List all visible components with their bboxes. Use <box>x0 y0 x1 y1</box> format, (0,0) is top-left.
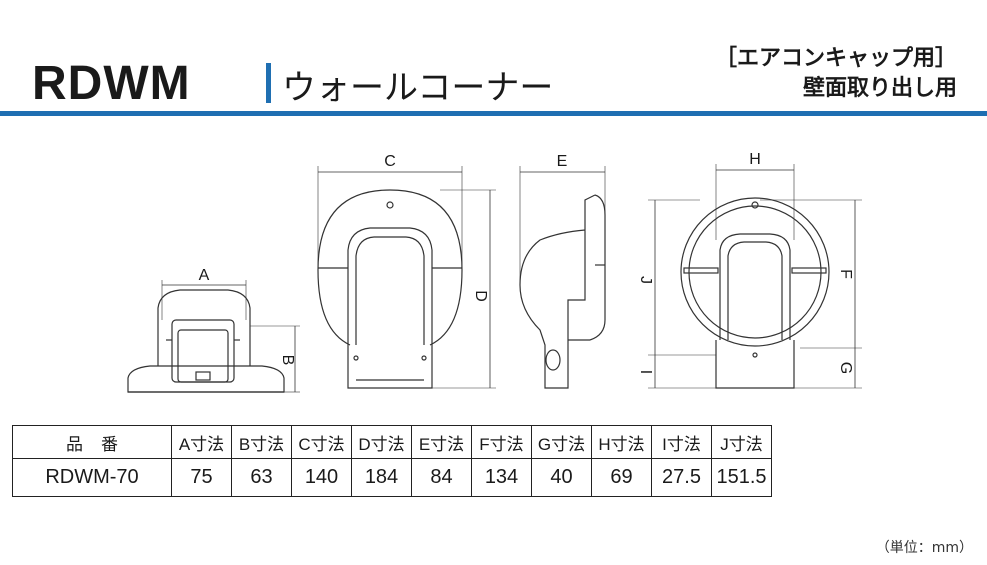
dim-label-f: F <box>837 269 854 279</box>
header-e-dim: E寸法 <box>411 425 472 459</box>
unit-note: （単位：mm） <box>875 540 973 556</box>
title-accent-bar <box>266 63 271 103</box>
view-front-large <box>317 166 496 389</box>
cell-i-dim: 27.5 <box>651 458 712 497</box>
cell-h-dim: 69 <box>591 458 652 497</box>
cell-j-dim: 151.5 <box>711 458 772 497</box>
subtitle-line-1: ［エアコンキャップ用］ <box>714 46 957 71</box>
spec-table: 品番 A寸法 B寸法 C寸法 D寸法 E寸法 F寸法 G寸法 H寸法 I寸法 J… <box>12 425 772 497</box>
dim-label-c: C <box>384 153 396 170</box>
cell-d-dim: 184 <box>351 458 412 497</box>
header-i-dim: I寸法 <box>651 425 712 459</box>
header-d-dim: D寸法 <box>351 425 412 459</box>
dim-label-h: H <box>749 151 761 168</box>
table-row: RDWM-70 75 63 140 184 84 134 40 69 27.5 … <box>12 458 772 497</box>
cell-c-dim: 140 <box>291 458 352 497</box>
cell-a-dim: 75 <box>171 458 232 497</box>
header-c-dim: C寸法 <box>291 425 352 459</box>
spec-table-header-row: 品番 A寸法 B寸法 C寸法 D寸法 E寸法 F寸法 G寸法 H寸法 I寸法 J… <box>12 425 772 459</box>
header-b-dim: B寸法 <box>231 425 292 459</box>
dim-label-a: A <box>199 267 210 284</box>
dim-label-b: B <box>279 355 296 366</box>
view-top <box>648 164 862 389</box>
model-code: RDWM <box>32 57 191 110</box>
technical-drawing: A B C D E H F G J I <box>127 151 862 393</box>
header-rule <box>0 111 987 116</box>
product-subtitle: ［エアコンキャップ用］ 壁面取り出し用 <box>715 44 957 104</box>
cell-f-dim: 134 <box>471 458 532 497</box>
dim-label-g: G <box>837 362 854 374</box>
dim-label-d: D <box>472 290 489 302</box>
header-h-dim: H寸法 <box>591 425 652 459</box>
dim-label-i: I <box>637 370 654 374</box>
header-j-dim: J寸法 <box>711 425 772 459</box>
view-side <box>519 166 606 389</box>
dim-label-j: J <box>637 276 654 284</box>
cell-e-dim: 84 <box>411 458 472 497</box>
cell-part-number: RDWM-70 <box>12 458 172 497</box>
header-f-dim: F寸法 <box>471 425 532 459</box>
product-title: ウォールコーナー <box>282 68 554 108</box>
header-part-number: 品番 <box>12 425 172 459</box>
dim-label-e: E <box>557 153 568 170</box>
cell-g-dim: 40 <box>531 458 592 497</box>
header-g-dim: G寸法 <box>531 425 592 459</box>
subtitle-line-2: 壁面取り出し用 <box>802 76 957 101</box>
header-a-dim: A寸法 <box>171 425 232 459</box>
view-front-small <box>127 280 300 393</box>
cell-b-dim: 63 <box>231 458 292 497</box>
